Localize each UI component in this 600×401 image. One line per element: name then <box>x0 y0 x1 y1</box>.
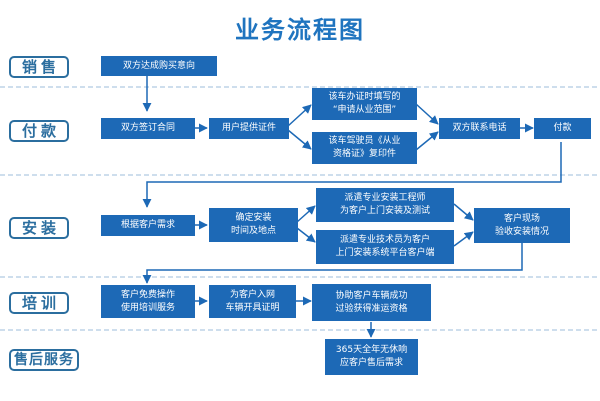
arrow-scope-to-phone <box>415 103 439 125</box>
node-provide-docs: 用户提供证件 <box>209 118 289 139</box>
node-issue-cert: 为客户入网 车辆开具证明 <box>209 285 296 318</box>
arrow-confirm-to-tech <box>296 227 316 243</box>
stage-label-payment: 付款 <box>9 120 69 142</box>
node-purchase-intent: 双方达成购买意向 <box>101 56 217 76</box>
node-dispatch-tech: 派遣专业技术员为客户 上门安装系统平台客户端 <box>316 230 454 264</box>
node-confirm-install: 确定安装 时间及地点 <box>209 208 298 242</box>
stage-label-install: 安装 <box>9 217 69 239</box>
page-title: 业务流程图 <box>235 16 365 44</box>
arrow-docs-to-scope <box>287 104 312 127</box>
stage-label-after-sales: 售后服务 <box>9 349 79 371</box>
node-sign-contract: 双方签订合同 <box>101 118 195 139</box>
arrow-confirm-to-engineer <box>296 205 316 223</box>
node-driver-cert: 该车驾驶员《从业 资格证》复印件 <box>312 132 417 164</box>
node-onsite-accept: 客户现场 验收安装情况 <box>474 208 570 243</box>
node-contact-phone: 双方联系电话 <box>439 118 520 139</box>
arrow-docs-to-driver <box>287 129 312 150</box>
node-pay: 付款 <box>534 118 591 139</box>
arrow-engineer-to-accept <box>453 203 474 221</box>
node-365-support: 365天全年无休响 应客户售后需求 <box>325 339 418 375</box>
node-fill-scope: 该车办证时填写的 “申请从业范围” <box>312 88 417 120</box>
node-free-training: 客户免费操作 使用培训服务 <box>101 285 195 318</box>
node-customer-needs: 根据客户需求 <box>101 215 195 236</box>
arrow-tech-to-accept <box>453 231 474 247</box>
node-help-inspect: 协助客户车辆成功 过验获得准运资格 <box>312 284 431 321</box>
node-dispatch-engineer: 派遣专业安装工程师 为客户上门安装及测试 <box>316 188 454 222</box>
stage-label-sales: 销售 <box>9 56 69 78</box>
stage-label-training: 培训 <box>9 292 69 314</box>
arrow-driver-to-phone <box>415 131 439 151</box>
